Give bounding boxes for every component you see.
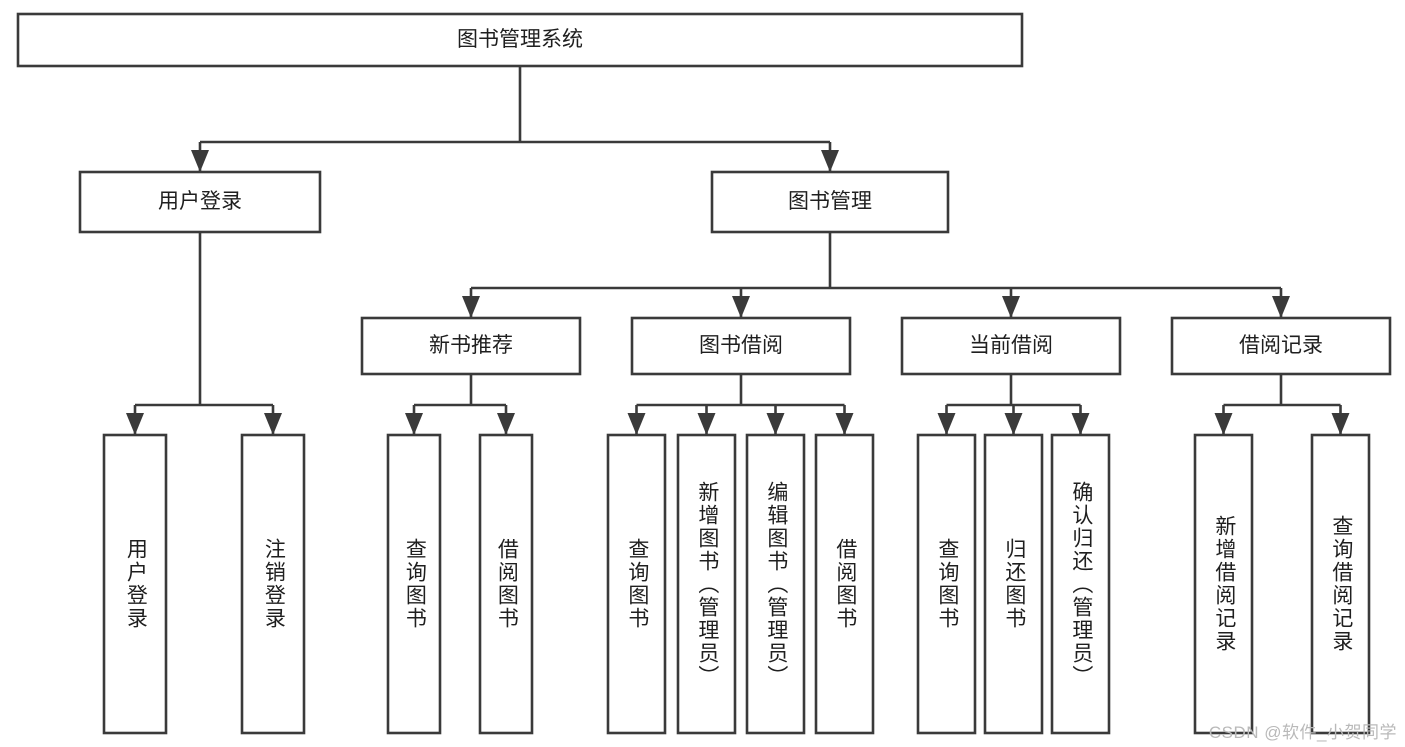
arrow-head-icon: [264, 413, 282, 435]
node-box-book-borrow[interactable]: [630, 316, 852, 376]
node-box-leaf-query-record[interactable]: [1310, 433, 1371, 735]
arrow-head-icon: [1272, 296, 1290, 318]
node-box-leaf-query-book-1[interactable]: [386, 433, 442, 735]
arrow-head-icon: [126, 413, 144, 435]
node-box-leaf-add-record[interactable]: [1193, 433, 1254, 735]
node-box-leaf-query-book-3[interactable]: [916, 433, 977, 735]
node-box-current-borrow[interactable]: [900, 316, 1122, 376]
arrow-head-icon: [732, 296, 750, 318]
arrow-head-icon: [497, 413, 515, 435]
box-layer: [16, 12, 1392, 735]
arrow-head-icon: [697, 413, 716, 435]
watermark-text: CSDN @软件_小贺同学: [1208, 723, 1397, 742]
edge-layer: [126, 66, 1350, 435]
node-box-leaf-edit-book[interactable]: [745, 433, 806, 735]
node-box-book-manage[interactable]: [710, 170, 950, 234]
node-box-borrow-record[interactable]: [1170, 316, 1392, 376]
node-box-leaf-logout[interactable]: [240, 433, 306, 735]
node-box-leaf-return-book[interactable]: [983, 433, 1044, 735]
node-box-new-book-rec[interactable]: [360, 316, 582, 376]
node-box-leaf-user-login[interactable]: [102, 433, 168, 735]
arrow-head-icon: [1331, 413, 1350, 435]
node-box-root[interactable]: [16, 12, 1024, 68]
arrow-head-icon: [1004, 413, 1023, 435]
arrow-head-icon: [405, 413, 423, 435]
arrow-head-icon: [191, 150, 209, 172]
arrow-head-icon: [1002, 296, 1020, 318]
arrow-head-icon: [821, 150, 839, 172]
node-box-leaf-add-book[interactable]: [676, 433, 737, 735]
node-box-leaf-borrow-book-2[interactable]: [814, 433, 875, 735]
node-box-leaf-borrow-book-1[interactable]: [478, 433, 534, 735]
arrow-head-icon: [1214, 413, 1233, 435]
arrow-head-icon: [766, 413, 785, 435]
arrow-head-icon: [627, 413, 646, 435]
arrow-head-icon: [835, 413, 854, 435]
node-box-user-login[interactable]: [78, 170, 322, 234]
arrow-head-icon: [937, 413, 956, 435]
node-box-leaf-query-book-2[interactable]: [606, 433, 667, 735]
node-box-leaf-confirm-return[interactable]: [1050, 433, 1111, 735]
arrow-head-icon: [1071, 413, 1090, 435]
arrow-head-icon: [462, 296, 480, 318]
